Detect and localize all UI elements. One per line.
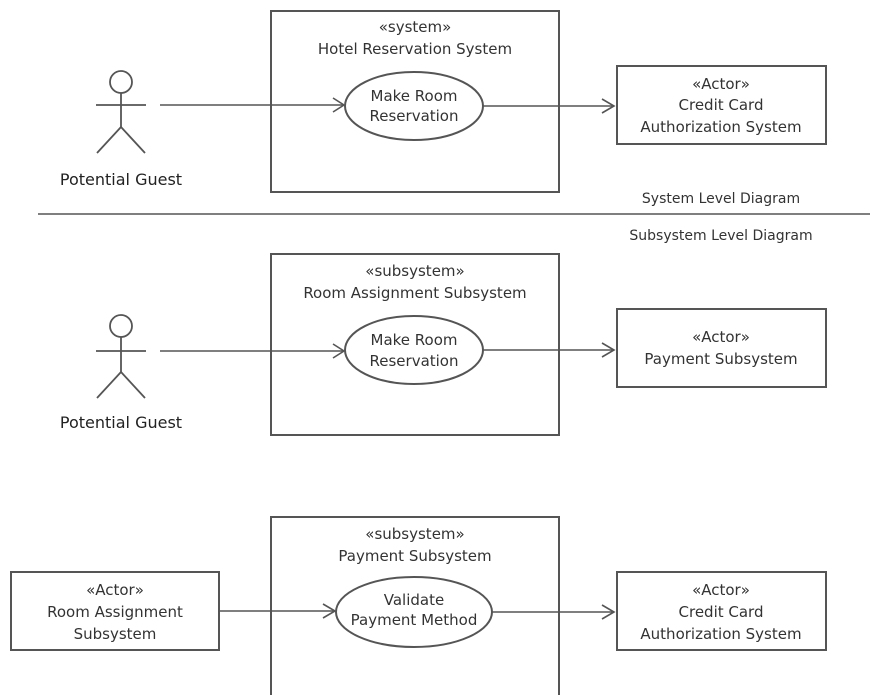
system-name: Hotel Reservation System [318,40,512,58]
actor-payment-subsystem-box[interactable] [616,308,827,388]
actor-name-line1: Room Assignment [47,603,183,621]
actor-name-line1: Payment Subsystem [644,350,797,368]
room-assignment-subsystem-diagram: «subsystem» Room Assignment Subsystem Po… [60,253,827,436]
use-case-label-line2: Payment Method [351,611,478,629]
actor-name-line2: Authorization System [640,118,801,136]
actor-name-line1: Credit Card [679,603,764,621]
system-level-label: System Level Diagram [642,191,800,207]
actor-stereotype: «Actor» [692,75,750,93]
actor-right-leg [120,126,146,154]
use-case-make-room-reservation[interactable] [344,315,484,385]
actor-label: Potential Guest [60,170,182,189]
use-case-label-line2: Reservation [370,352,459,370]
actor-name-line2: Authorization System [640,625,801,643]
use-case-label-line1: Validate [384,591,444,609]
subsystem-level-label: Subsystem Level Diagram [629,228,812,244]
payment-subsystem-diagram: «subsystem» Payment Subsystem «Actor» Ro… [10,516,827,695]
arrowhead [601,98,616,114]
actor-credit-card-authorization-box[interactable] [616,65,827,145]
arrowhead [332,343,346,359]
subsystem-stereotype: «subsystem» [365,262,464,280]
system-stereotype: «system» [379,18,452,36]
actor-left-leg [96,371,122,399]
actor-credit-card-authorization-box[interactable] [616,571,827,651]
arrowhead [332,97,346,113]
arrowhead [322,603,337,619]
actor-stereotype: «Actor» [692,328,750,346]
actor-stereotype: «Actor» [86,581,144,599]
use-case-label-line1: Make Room [371,331,458,349]
arrowhead [601,604,616,620]
actor-name-line2: Subsystem [74,625,157,643]
system-level-diagram: «system» Hotel Reservation System Potent… [60,10,827,193]
level-divider: System Level Diagram Subsystem Level Dia… [38,191,870,244]
actor-head [109,70,133,94]
use-case-label-line1: Make Room [371,87,458,105]
actor-name-line1: Credit Card [679,96,764,114]
actor-potential-guest[interactable]: Potential Guest [60,70,182,189]
arrowhead [601,342,616,358]
subsystem-name: Payment Subsystem [338,547,491,565]
actor-potential-guest[interactable]: Potential Guest [60,314,182,432]
use-case-make-room-reservation[interactable] [344,71,484,141]
subsystem-name: Room Assignment Subsystem [303,284,526,302]
use-case-label-line2: Reservation [370,107,459,125]
actor-stereotype: «Actor» [692,581,750,599]
actor-head [109,314,133,338]
actor-label: Potential Guest [60,413,182,432]
actor-left-leg [96,126,122,154]
subsystem-stereotype: «subsystem» [365,525,464,543]
actor-right-leg [120,371,146,399]
